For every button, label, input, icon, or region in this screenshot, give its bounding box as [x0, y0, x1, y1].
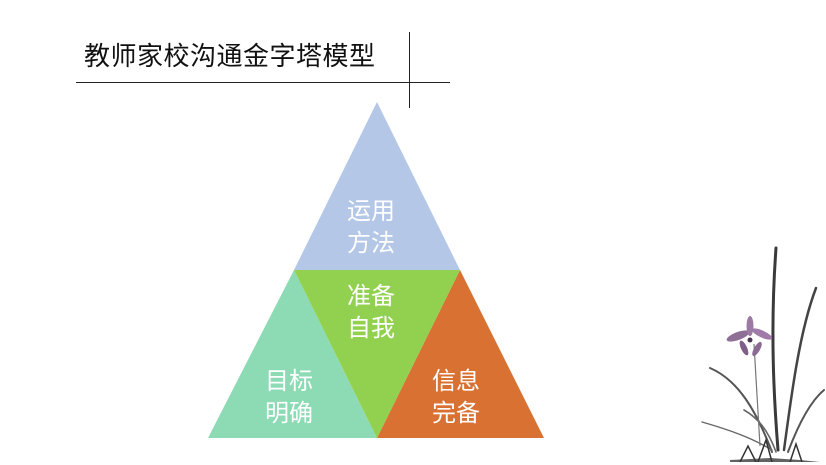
- segment-left-line2: 明确: [265, 399, 313, 427]
- segment-left-label: 目标 明确: [265, 365, 313, 429]
- segment-right-line2: 完备: [432, 399, 480, 427]
- segment-center-label: 准备 自我: [347, 280, 395, 344]
- title-underline: [76, 82, 450, 83]
- segment-center-line1: 准备: [347, 282, 395, 310]
- slide-title: 教师家校沟通金字塔模型: [84, 42, 376, 72]
- segment-top-label: 运用 方法: [347, 195, 395, 259]
- pyramid-segment-center: [294, 270, 460, 438]
- segment-right-label: 信息 完备: [432, 365, 480, 429]
- segment-left-line1: 目标: [265, 367, 313, 395]
- segment-center-line2: 自我: [347, 314, 395, 342]
- pyramid-segment-top: [294, 102, 460, 270]
- orchid-icon: [701, 246, 825, 462]
- pyramid-segment-right: [377, 270, 544, 438]
- pyramid-segment-left: [208, 270, 377, 438]
- segment-top-line2: 方法: [347, 229, 395, 257]
- segment-top-line1: 运用: [347, 197, 395, 225]
- segment-right-line1: 信息: [432, 367, 480, 395]
- title-vertical-divider: [409, 32, 410, 108]
